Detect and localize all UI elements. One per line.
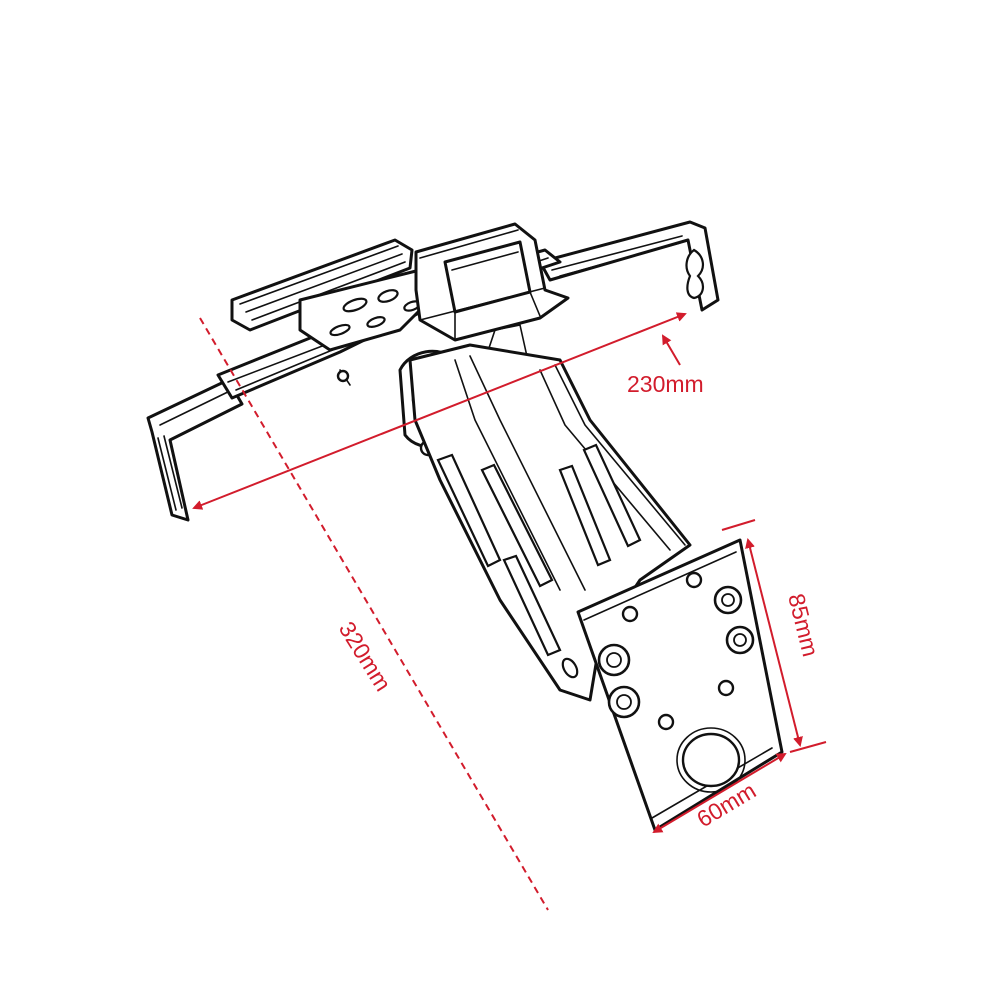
tail-light-tray <box>230 238 432 352</box>
length-dimension-label: 320mm <box>334 617 397 696</box>
plate-width-dimension-line <box>652 752 787 834</box>
plate-hole <box>717 679 735 697</box>
plate-hole <box>657 713 675 731</box>
plate-bolt <box>597 643 631 677</box>
dimension-230: 230mm <box>192 312 704 510</box>
length-dimension-line <box>199 317 549 911</box>
plate-height-ext-top <box>721 519 756 531</box>
plate-height-label: 85mm <box>783 591 824 659</box>
plate-height-dimension-line <box>745 538 803 747</box>
plate-bolt <box>713 585 743 615</box>
plate-height-ext-bottom <box>789 741 827 753</box>
plate-large-hole <box>681 732 741 788</box>
plate-bolt <box>725 625 755 655</box>
plate-bolt <box>607 685 641 719</box>
bracket-line-art <box>146 220 784 832</box>
plate-hole <box>621 605 639 623</box>
right-mount-arm <box>538 220 720 312</box>
center-housing <box>414 222 570 342</box>
left-mount-arm <box>146 378 244 522</box>
width-dimension-line <box>192 312 687 510</box>
width-pointer-arrow <box>661 334 681 366</box>
width-dimension-label: 230mm <box>627 371 704 397</box>
plate-hole <box>685 571 703 589</box>
